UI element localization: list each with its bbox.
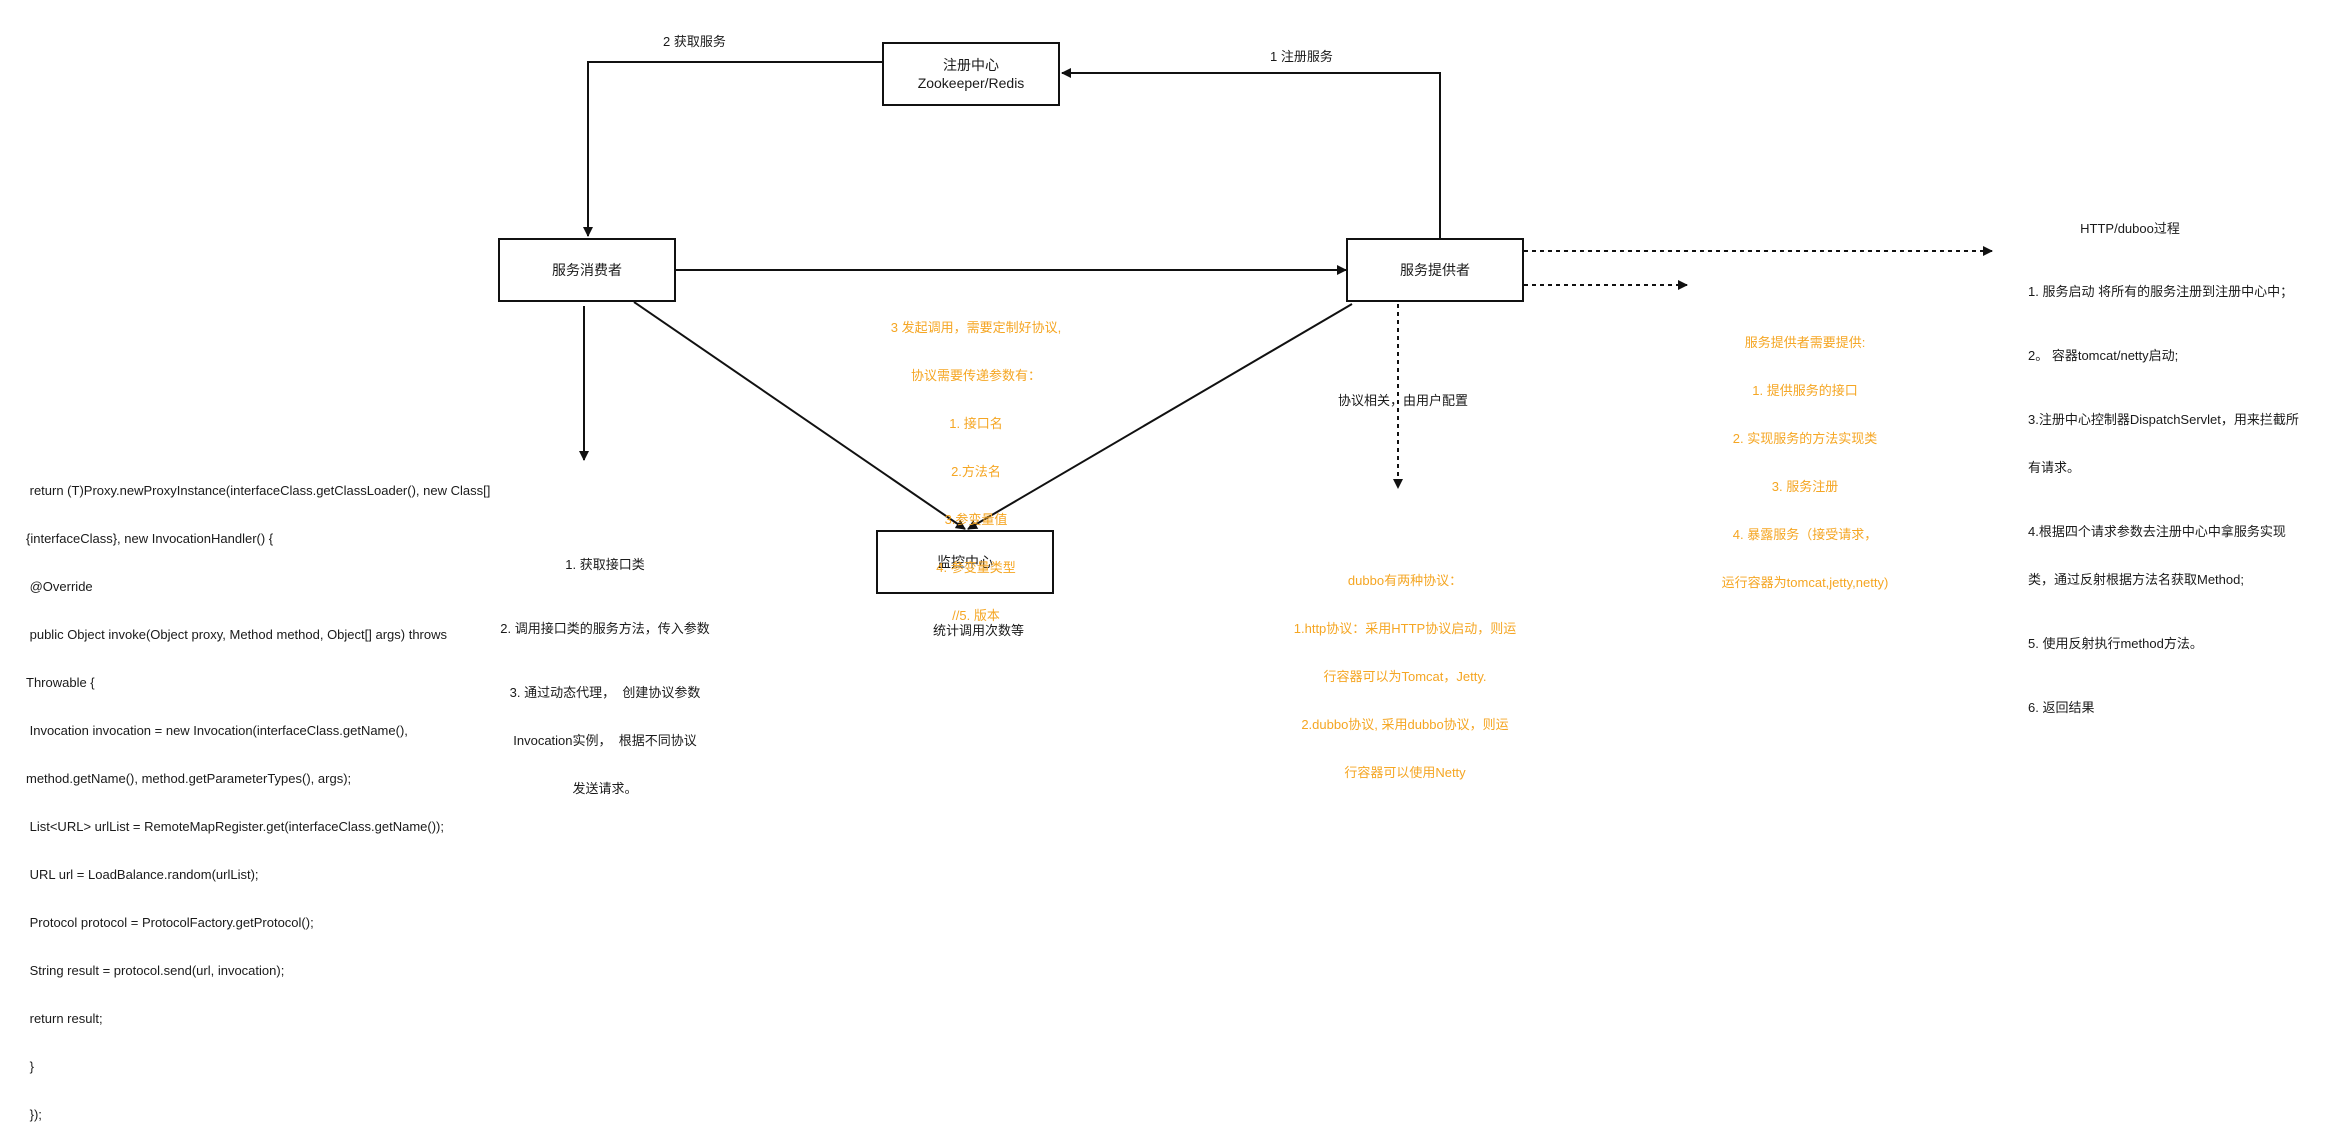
code-line: Protocol protocol = ProtocolFactory.getP… bbox=[26, 915, 314, 930]
code-line: return result; bbox=[26, 1011, 103, 1026]
http-process-title: HTTP/duboo过程 bbox=[2080, 221, 2180, 236]
code-line: @Override bbox=[26, 579, 93, 594]
code-line: {interfaceClass}, new InvocationHandler(… bbox=[26, 531, 274, 546]
invoke-note-line: //5. 版本 bbox=[952, 608, 1000, 623]
invoke-note-line: 3.参变量值 bbox=[944, 512, 1008, 527]
edge-label-protocol-config: 协议相关，由用户配置 bbox=[1338, 393, 1469, 408]
http-process-step: 2。 容器tomcat/netty启动; bbox=[2028, 348, 2179, 363]
invoke-note: 3 发起调用，需要定制好协议, 协议需要传递参数有： 1. 接口名 2.方法名 … bbox=[876, 288, 1076, 640]
provider-note-line: 运行容器为tomcat,jetty,netty) bbox=[1721, 575, 1889, 590]
http-process-step: 6. 返回结果 bbox=[2028, 700, 2095, 715]
edge-label-get-service: 2 获取服务 bbox=[663, 34, 726, 49]
provider-node: 服务提供者 bbox=[1346, 238, 1524, 302]
provider-note: 服务提供者需要提供: 1. 提供服务的接口 2. 实现服务的方法实现类 3. 服… bbox=[1700, 303, 1910, 607]
consumer-step: 3. 通过动态代理， 创建协议参数 bbox=[509, 685, 701, 700]
dubbo-note-line: dubbo有两种协议： bbox=[1347, 573, 1463, 588]
provider-note-line: 1. 提供服务的接口 bbox=[1752, 383, 1858, 398]
consumer-step: 1. 获取接口类 bbox=[565, 557, 645, 572]
edge-consumer-monitor bbox=[633, 301, 966, 530]
code-line: } bbox=[26, 1059, 34, 1074]
consumer-node: 服务消费者 bbox=[498, 238, 676, 302]
code-line: Invocation invocation = new Invocation(i… bbox=[26, 723, 408, 738]
code-line: URL url = LoadBalance.random(urlList); bbox=[26, 867, 259, 882]
invoke-note-line: 1. 接口名 bbox=[949, 416, 1003, 431]
provider-note-line: 2. 实现服务的方法实现类 bbox=[1732, 431, 1878, 446]
registry-node: 注册中心 Zookeeper/Redis bbox=[882, 42, 1060, 106]
http-process-step: 4.根据四个请求参数去注册中心中拿服务实现 bbox=[2028, 524, 2286, 539]
http-process-steps: 1. 服务启动 将所有的服务注册到注册中心中； 2。 容器tomcat/nett… bbox=[2028, 252, 2299, 732]
edge-provider-monitor bbox=[967, 303, 1353, 530]
consumer-step: Invocation实例， 根据不同协议 bbox=[513, 733, 697, 748]
invoke-note-line: 3 发起调用，需要定制好协议, bbox=[890, 320, 1062, 335]
edge-label-register-service: 1 注册服务 bbox=[1270, 49, 1333, 64]
http-process-step: 3.注册中心控制器DispatchServlet，用来拦截所 bbox=[2028, 412, 2299, 427]
code-line: public Object invoke(Object proxy, Metho… bbox=[26, 627, 447, 642]
http-process-step: 有请求。 bbox=[2028, 460, 2081, 475]
dubbo-note: dubbo有两种协议： 1.http协议：采用HTTP协议启动，则运 行容器可以… bbox=[1280, 541, 1530, 797]
registry-title: 注册中心 bbox=[943, 57, 999, 73]
monitor-note: 统计调用次数等 bbox=[933, 623, 1025, 638]
invoke-note-line: 4. 参变量类型 bbox=[936, 560, 1016, 575]
dubbo-note-line: 1.http协议：采用HTTP协议启动，则运 bbox=[1293, 621, 1517, 636]
monitor-node: 监控中心 bbox=[876, 530, 1054, 594]
code-line: Throwable { bbox=[26, 675, 95, 690]
code-line: return (T)Proxy.newProxyInstance(interfa… bbox=[26, 483, 491, 498]
monitor-label: 监控中心 bbox=[937, 554, 993, 570]
code-line: String result = protocol.send(url, invoc… bbox=[26, 963, 285, 978]
consumer-steps: 1. 获取接口类 2. 调用接口类的服务方法，传入参数 3. 通过动态代理， 创… bbox=[490, 525, 720, 813]
edge-get-service bbox=[583, 61, 882, 237]
dubbo-note-line: 行容器可以使用Netty bbox=[1344, 765, 1466, 780]
code-line: List<URL> urlList = RemoteMapRegister.ge… bbox=[26, 819, 444, 834]
provider-note-line: 服务提供者需要提供: bbox=[1744, 335, 1866, 350]
code-line: }); bbox=[26, 1107, 42, 1122]
code-line: method.getName(), method.getParameterTyp… bbox=[26, 771, 352, 786]
consumer-step: 发送请求。 bbox=[572, 781, 638, 796]
dubbo-note-line: 行容器可以为Tomcat，Jetty. bbox=[1323, 669, 1487, 684]
http-process-step: 1. 服务启动 将所有的服务注册到注册中心中； bbox=[2028, 284, 2294, 299]
connectors bbox=[579, 61, 1993, 530]
dubbo-note-line: 2.dubbo协议, 采用dubbo协议，则运 bbox=[1301, 717, 1509, 732]
provider-note-line: 3. 服务注册 bbox=[1771, 479, 1839, 494]
registry-subtitle: Zookeeper/Redis bbox=[917, 75, 1025, 91]
edge-register-service bbox=[1061, 68, 1441, 238]
http-process-step: 5. 使用反射执行method方法。 bbox=[2028, 636, 2203, 651]
consumer-label: 服务消费者 bbox=[552, 262, 622, 278]
http-process-step: 类，通过反射根据方法名获取Method; bbox=[2028, 572, 2244, 587]
consumer-step: 2. 调用接口类的服务方法，传入参数 bbox=[500, 621, 710, 636]
provider-label: 服务提供者 bbox=[1400, 262, 1470, 278]
invoke-note-line: 2.方法名 bbox=[951, 464, 1001, 479]
provider-note-line: 4. 暴露服务（接受请求， bbox=[1732, 527, 1878, 542]
code-snippet: return (T)Proxy.newProxyInstance(interfa… bbox=[26, 451, 490, 1139]
invoke-note-line: 协议需要传递参数有： bbox=[910, 368, 1041, 383]
